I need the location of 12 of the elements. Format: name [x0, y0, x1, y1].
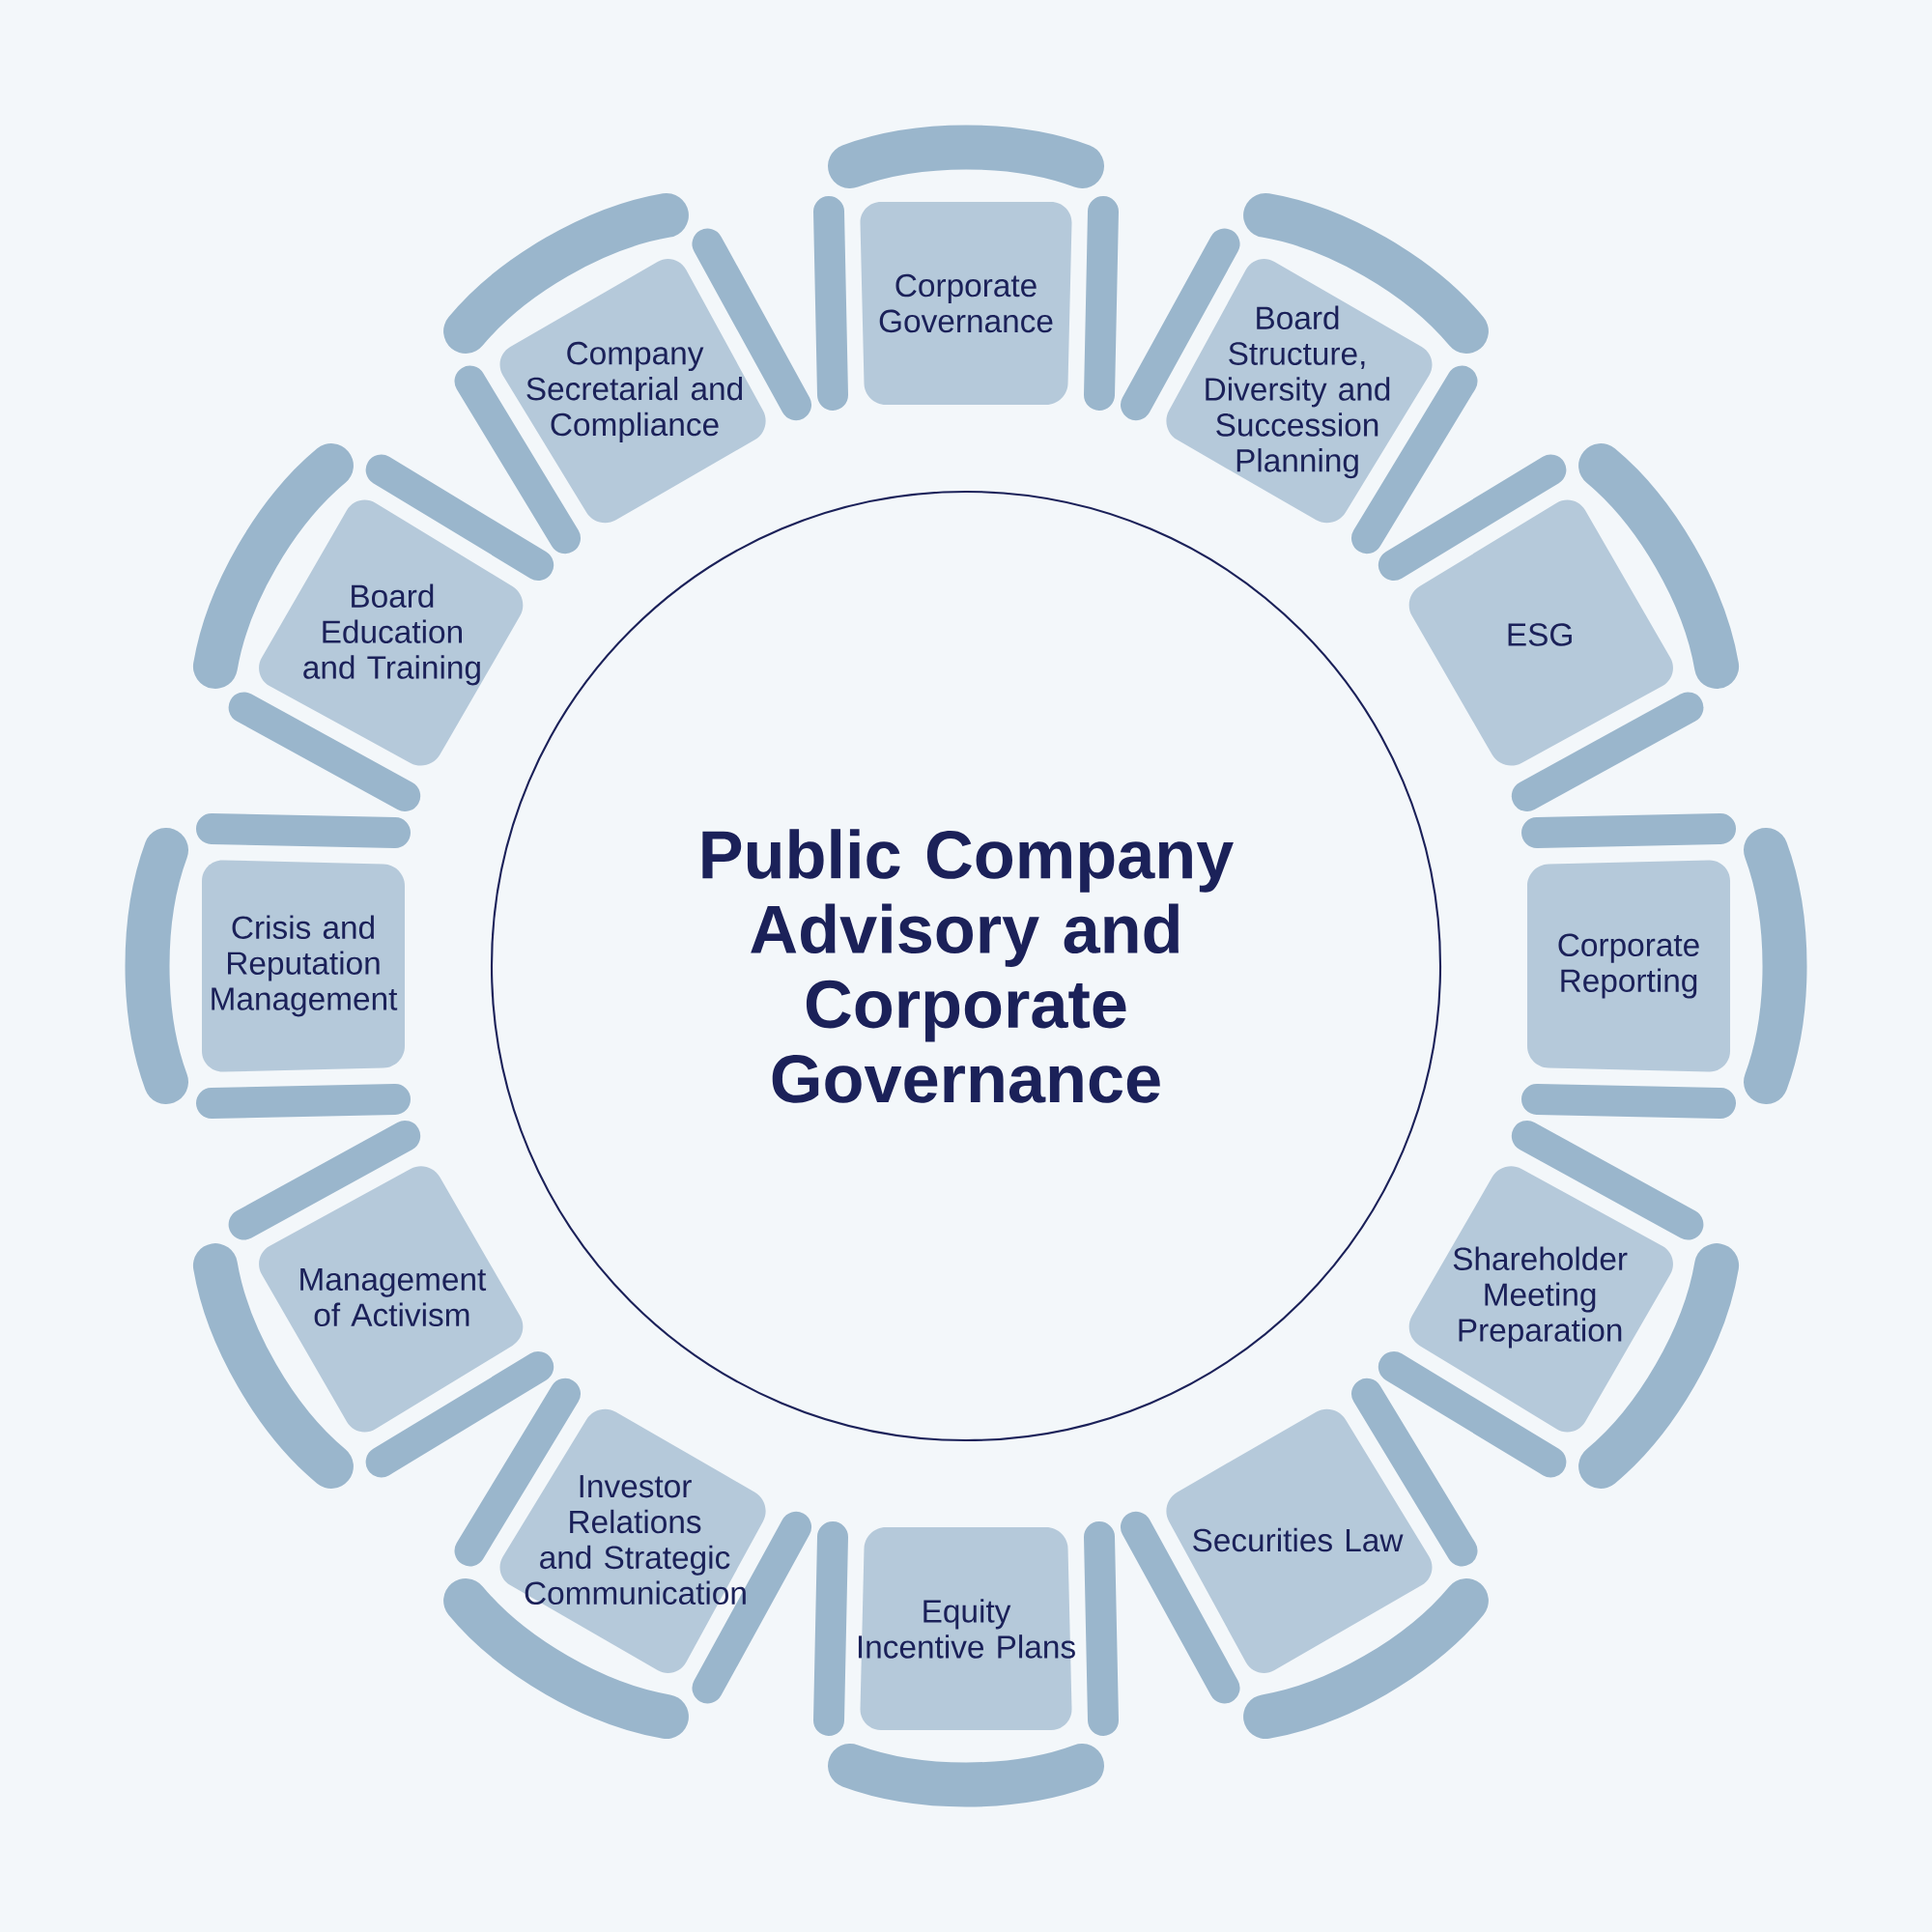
chair-seat: Board Structure, Diversity and Succession Planning [1166, 259, 1433, 524]
chair-seat: Shareholder Meeting Preparation [1408, 1166, 1673, 1433]
chair-seat: Management of Activism [259, 1166, 524, 1433]
chair-seat: Board Education and Training [259, 499, 524, 766]
chair-seat: Corporate Reporting [1527, 860, 1730, 1072]
chair-seat: Securities Law [1166, 1408, 1433, 1673]
chair-seat: Crisis and Reputation Management [202, 860, 405, 1072]
chair-seat: Company Secretarial and Compliance [499, 259, 766, 524]
chair-seat: Investor Relations and Strategic Communication [499, 1408, 766, 1673]
chair-seat: Corporate Governance [860, 202, 1072, 405]
chair-seat: Equity Incentive Plans [858, 1527, 1075, 1730]
chair-seat: ESG [1408, 499, 1673, 766]
